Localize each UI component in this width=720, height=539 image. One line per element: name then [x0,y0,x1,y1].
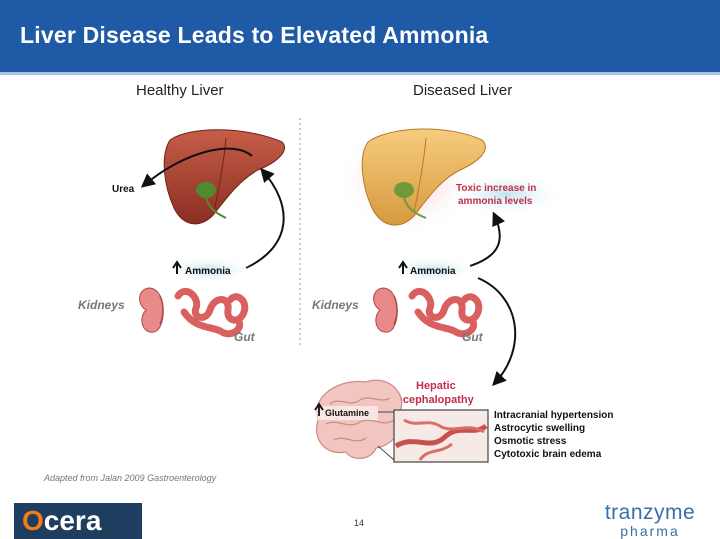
healthy-kidneys-label: Kidneys [78,298,125,312]
effect-item-4: Cytotoxic brain edema [494,449,602,460]
diseased-kidneys-icon [373,287,398,333]
tranzyme-logo: tranzyme pharma [590,501,710,539]
toxic-glow [446,172,566,216]
diseased-liver-heading: Diseased Liver [413,82,513,99]
diseased-ammonia-label: Ammonia [410,266,456,277]
healthy-gut-icon [174,287,249,338]
ocera-logo: Οcera [14,503,142,539]
diseased-kidneys-label: Kidneys [312,298,359,312]
up-arrow-icon [314,402,324,416]
to-brain-arrow [477,277,517,387]
healthy-ammonia-glow [162,256,254,284]
healthy-ammonia-label: Ammonia [185,266,231,277]
healthy-kidneys-icon [139,287,164,333]
brain-tissue-inset [393,409,489,463]
diseased-gut-label: Gut [462,330,484,344]
up-arrow-icon [172,260,182,274]
effect-item-2: Astrocytic swelling [494,423,585,434]
up-arrow-icon [398,260,408,274]
tranzyme-logo-top: tranzyme [604,501,696,524]
diseased-up-arrow [469,211,506,267]
tranzyme-logo-bottom: pharma [620,523,680,539]
healthy-return-arrow [245,167,285,269]
ocera-logo-mark: Ο [22,505,44,536]
healthy-liver-icon [163,129,285,225]
toxic-label-line-1: Toxic increase in [456,183,536,194]
title-bar: Liver Disease Leads to Elevated Ammonia [0,0,720,75]
page-number: 14 [354,518,365,528]
diseased-ammonia-glow [386,256,478,284]
effect-item-1: Intracranial hypertension [494,410,613,421]
slide-title: Liver Disease Leads to Elevated Ammonia [20,22,489,48]
healthy-gut-label: Gut [234,330,256,344]
healthy-liver-heading: Healthy Liver [136,82,224,99]
hepatic-label-line-2: encephalopathy [390,394,475,406]
urea-label: Urea [112,184,135,195]
diseased-gut-icon [408,287,483,338]
healthy-urea-arrow [140,147,253,188]
effect-item-3: Osmotic stress [494,436,567,447]
toxic-label-line-2: ammonia levels [458,196,533,207]
hepatic-label-line-1: Hepatic [416,380,456,392]
diseased-liver-icon [361,128,486,226]
glutamine-label: Glutamine [325,408,369,418]
citation: Adapted from Jalan 2009 Gastroenterology [44,473,217,483]
